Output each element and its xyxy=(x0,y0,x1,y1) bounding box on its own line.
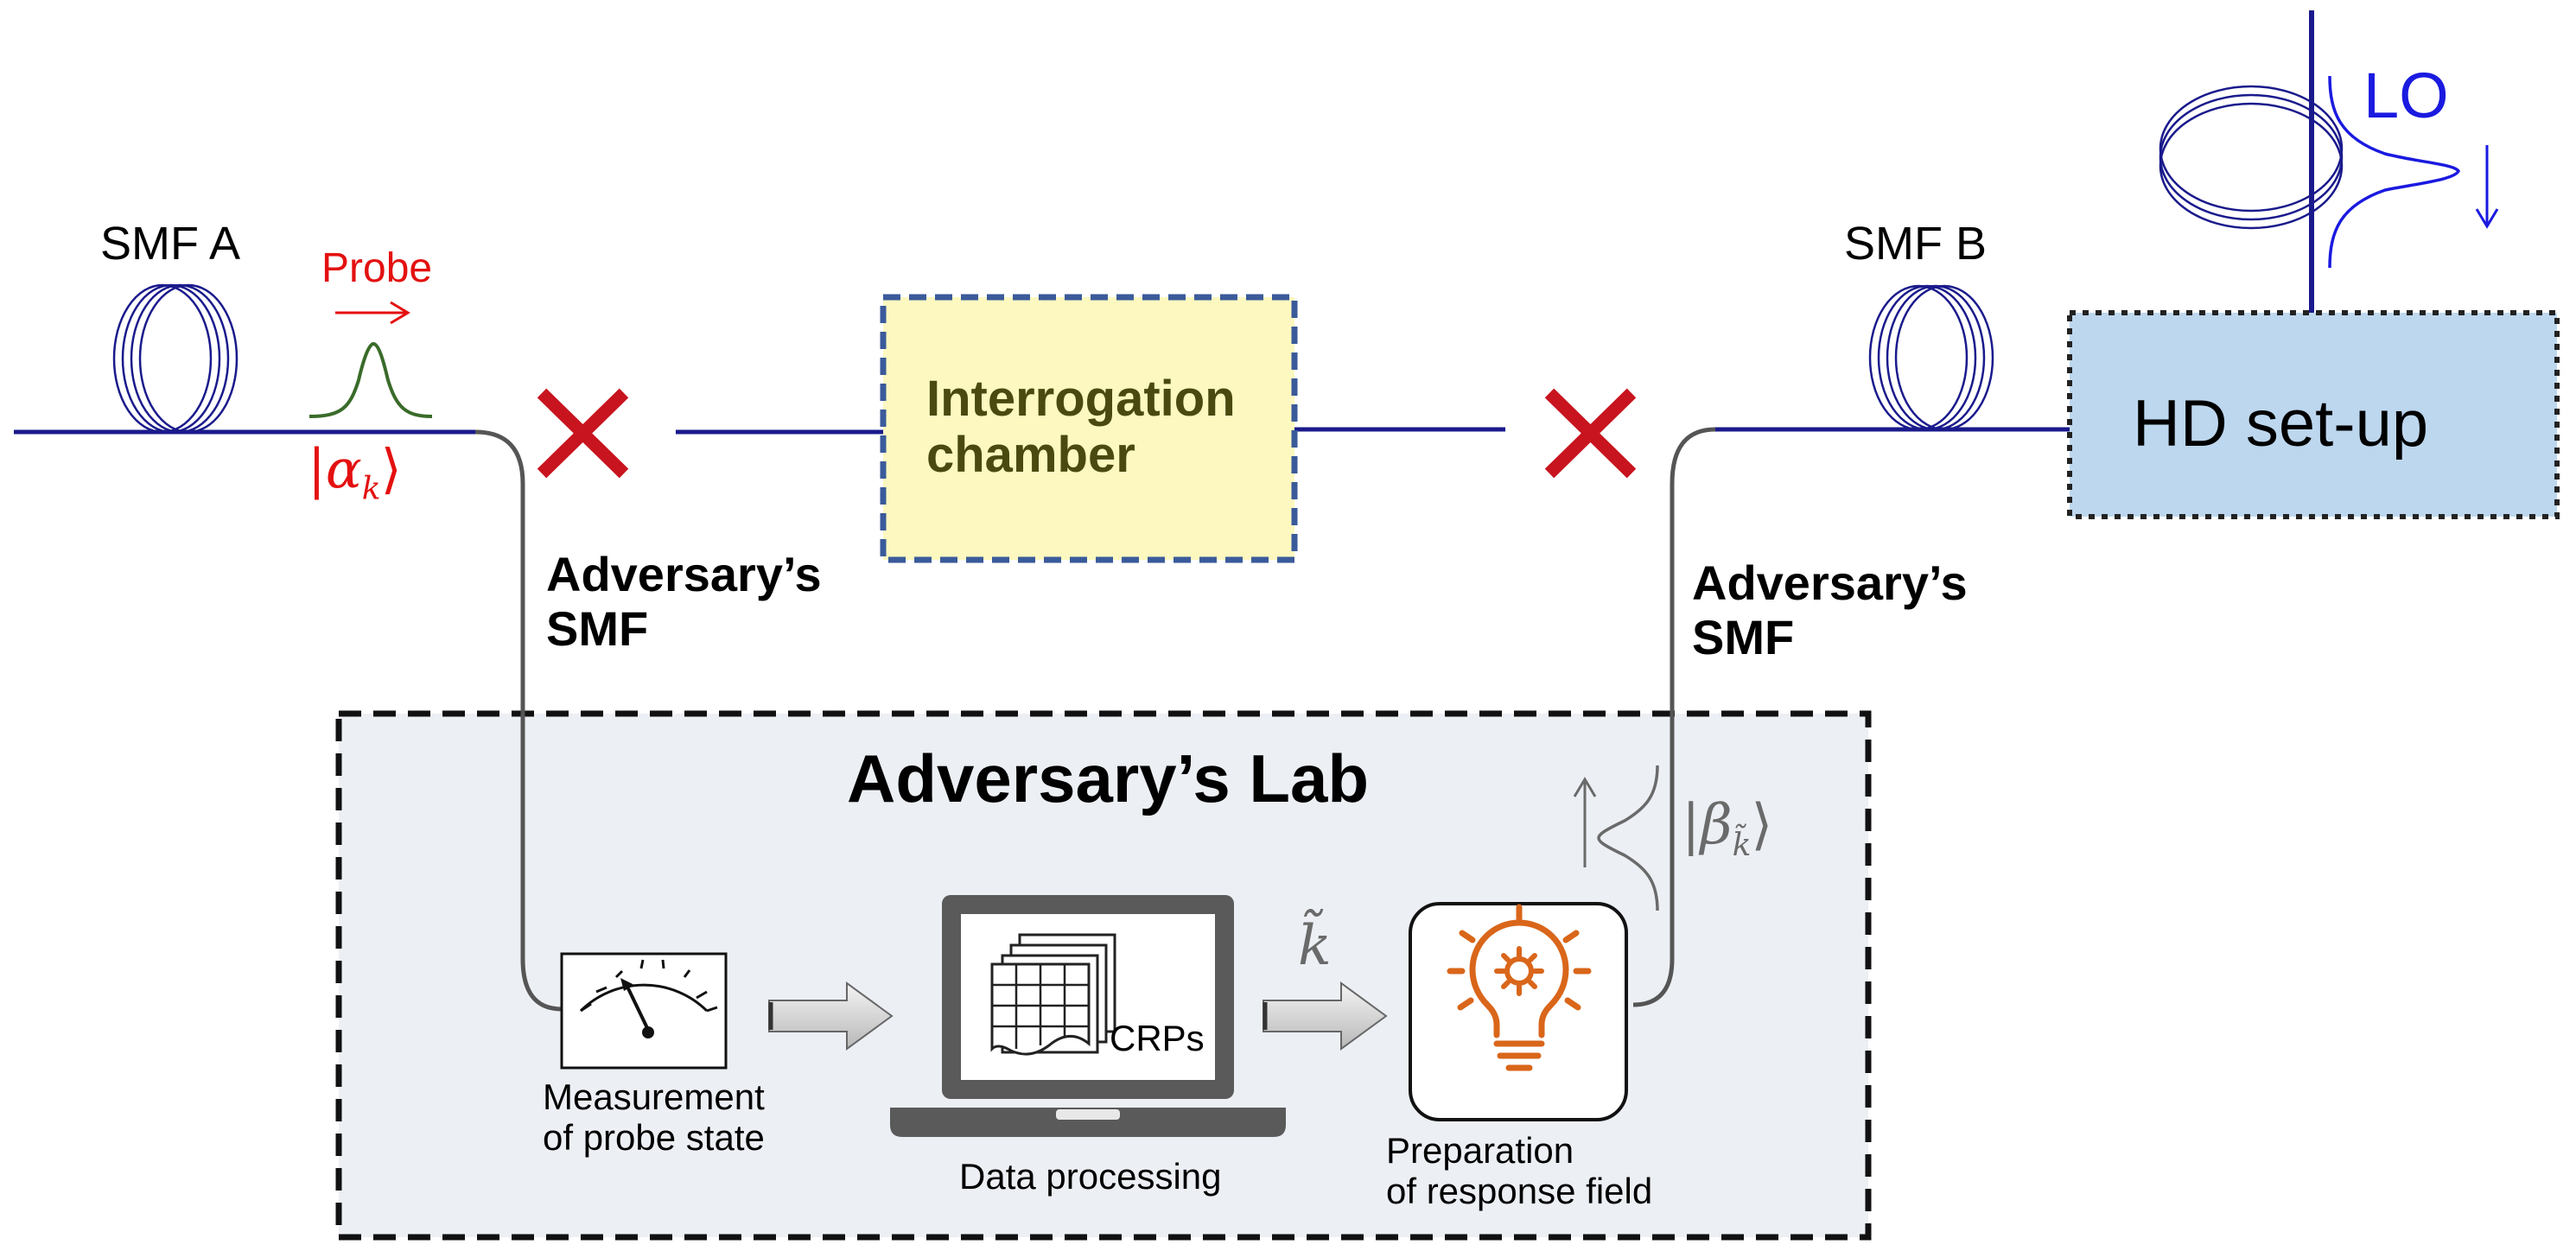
data-processing-caption: Data processing xyxy=(959,1156,1222,1197)
crps-label: CRPs xyxy=(1110,1018,1205,1058)
response-state-symbol: |β xyxy=(1682,793,1733,857)
smf-b-coil-icon xyxy=(1868,284,1994,431)
adversary-fiber-left xyxy=(474,429,563,1012)
measurement-caption-line-2: of probe state xyxy=(543,1117,765,1159)
preparation-box xyxy=(1409,902,1628,1121)
smf-a-label: SMF A xyxy=(100,218,241,270)
smf-a-coil-icon xyxy=(112,283,239,434)
adversary-lab-title: Adversary’s Lab xyxy=(847,740,1370,816)
meter-icon xyxy=(560,952,728,1070)
response-state-subscript: k̃ xyxy=(1732,827,1752,863)
probe-state-symbol: |α xyxy=(308,437,362,500)
adversary-smf-right-line-1: Adversary’s xyxy=(1692,556,1968,610)
cut-marker-right-icon xyxy=(1544,388,1637,479)
measurement-caption: Measurement of probe state xyxy=(543,1076,765,1158)
adversary-smf-left-line-2: SMF xyxy=(546,600,649,656)
lo-label: LO xyxy=(2363,60,2449,131)
chamber-label-line-2: chamber xyxy=(926,426,1135,483)
cut-marker-left-icon xyxy=(537,388,629,479)
adversary-smf-left-label: Adversary’s SMF xyxy=(546,547,822,656)
probe-pulse-icon xyxy=(308,341,433,418)
smf-b-label: SMF B xyxy=(1844,218,1988,270)
probe-arrow-icon xyxy=(335,301,410,325)
preparation-caption-line-2: of response field xyxy=(1386,1171,1653,1212)
preparation-caption: Preparation of response field xyxy=(1386,1130,1652,1211)
crp-sheets-icon xyxy=(990,933,1116,1056)
interrogation-chamber-box xyxy=(880,294,1298,563)
measurement-caption-line-1: Measurement xyxy=(543,1076,765,1117)
block-arrow-1-icon xyxy=(768,981,894,1051)
adversary-fiber-right xyxy=(1632,427,1716,1007)
chamber-label-line-1: Interrogation xyxy=(926,371,1236,427)
hd-setup-box xyxy=(2067,310,2560,519)
response-arrow-icon xyxy=(1573,777,1597,867)
lo-coil-icon xyxy=(2159,85,2344,230)
probe-state-subscript: k xyxy=(361,471,381,507)
lo-arrow-icon xyxy=(2475,145,2499,229)
block-arrow-2-icon xyxy=(1263,981,1388,1051)
adversary-smf-right-label: Adversary’s SMF xyxy=(1692,556,1968,664)
probe-state-label: |αk⟩ xyxy=(308,439,402,507)
k-tilde-label: k̃ xyxy=(1298,914,1332,978)
response-state-close: ⟩ xyxy=(1751,793,1773,857)
interrogation-chamber-label: Interrogation chamber xyxy=(926,371,1236,484)
adversary-smf-left-line-1: Adversary’s xyxy=(546,547,822,601)
adversary-smf-right-line-2: SMF xyxy=(1692,609,1795,664)
probe-state-close: ⟩ xyxy=(380,437,402,500)
response-state-label: |βk̃⟩ xyxy=(1682,793,1773,863)
hd-setup-label: HD set-up xyxy=(2133,387,2429,460)
lo-pulse-icon xyxy=(2328,75,2461,269)
probe-label: Probe xyxy=(321,245,433,291)
response-pulse-icon xyxy=(1597,765,1659,911)
lightbulb-gear-icon xyxy=(1447,904,1592,1071)
preparation-caption-line-1: Preparation xyxy=(1386,1130,1574,1171)
